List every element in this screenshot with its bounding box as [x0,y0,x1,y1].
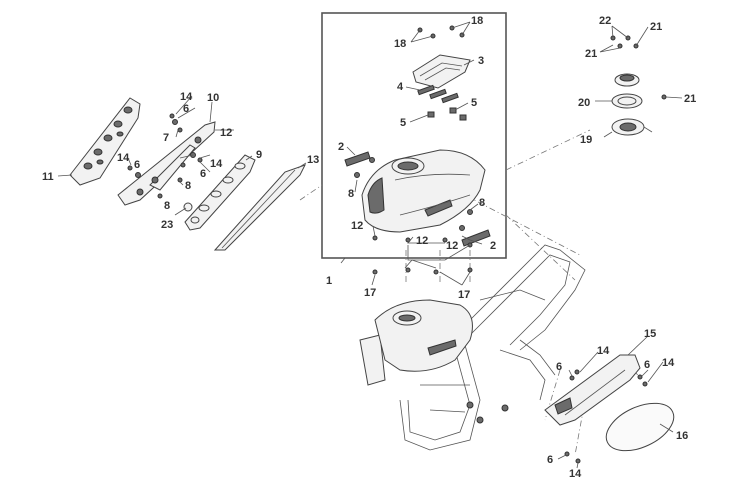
callout-14: 14 [569,468,582,480]
callout-14: 14 [662,357,675,369]
callout-10: 10 [207,92,219,104]
callout-20: 20 [578,97,590,109]
callout-23: 23 [161,219,173,231]
callout-labels: 1 2 2 3 4 5 5 6 6 6 6 6 6 7 8 8 8 8 9 10… [42,15,696,480]
callout-6: 6 [547,454,553,466]
top-screws [417,25,465,39]
gasket-ring [605,402,675,452]
callout-7: 7 [163,132,169,144]
callout-8: 8 [479,197,485,209]
frame-assembly [359,244,586,451]
guide-lines [299,129,641,456]
callout-15: 15 [644,328,656,340]
callout-2: 2 [338,141,344,153]
callout-14: 14 [180,91,193,103]
callout-6: 6 [556,361,562,373]
callout-22: 22 [599,15,611,27]
callout-4: 4 [397,81,404,93]
callout-11: 11 [42,171,54,183]
callout-21: 21 [585,48,597,60]
callout-18: 18 [471,15,483,27]
tank-group-frame [321,12,507,259]
callout-6: 6 [183,103,189,115]
callout-6: 6 [644,359,650,371]
bracket [117,121,216,206]
callout-14: 14 [117,152,130,164]
callout-14: 14 [210,158,223,170]
callout-1: 1 [326,275,332,287]
mount-bolts [372,267,473,275]
perforated-shield [184,154,256,231]
callout-6: 6 [200,168,206,180]
callout-8: 8 [164,200,170,212]
side-cover [544,354,648,464]
callout-12: 12 [351,220,363,232]
heat-shield-plate [69,97,141,186]
callout-13: 13 [307,154,319,166]
callout-17: 17 [458,289,470,301]
rubber-pads [417,84,459,104]
callout-16: 16 [676,430,688,442]
callout-17: 17 [364,287,376,299]
callout-5: 5 [400,117,406,129]
callout-8: 8 [348,188,354,200]
fuel-tank [361,149,486,233]
callout-9: 9 [256,149,262,161]
gasket-strip [213,164,306,251]
callout-3: 3 [478,55,484,67]
fuel-cap-assembly [610,35,667,136]
clips [427,107,467,121]
callout-12: 12 [446,240,458,252]
callout-6: 6 [134,159,140,171]
callout-18: 18 [394,38,406,50]
leader-lines [57,21,683,469]
callout-5: 5 [471,97,477,109]
callout-14: 14 [597,345,610,357]
callout-19: 19 [580,134,592,146]
callout-2: 2 [490,240,496,252]
callout-12: 12 [220,127,232,139]
callout-21: 21 [650,21,662,33]
tank-cover-plate [412,54,471,89]
callout-8: 8 [185,180,191,192]
callout-21: 21 [684,93,696,105]
callout-12: 12 [416,235,428,247]
